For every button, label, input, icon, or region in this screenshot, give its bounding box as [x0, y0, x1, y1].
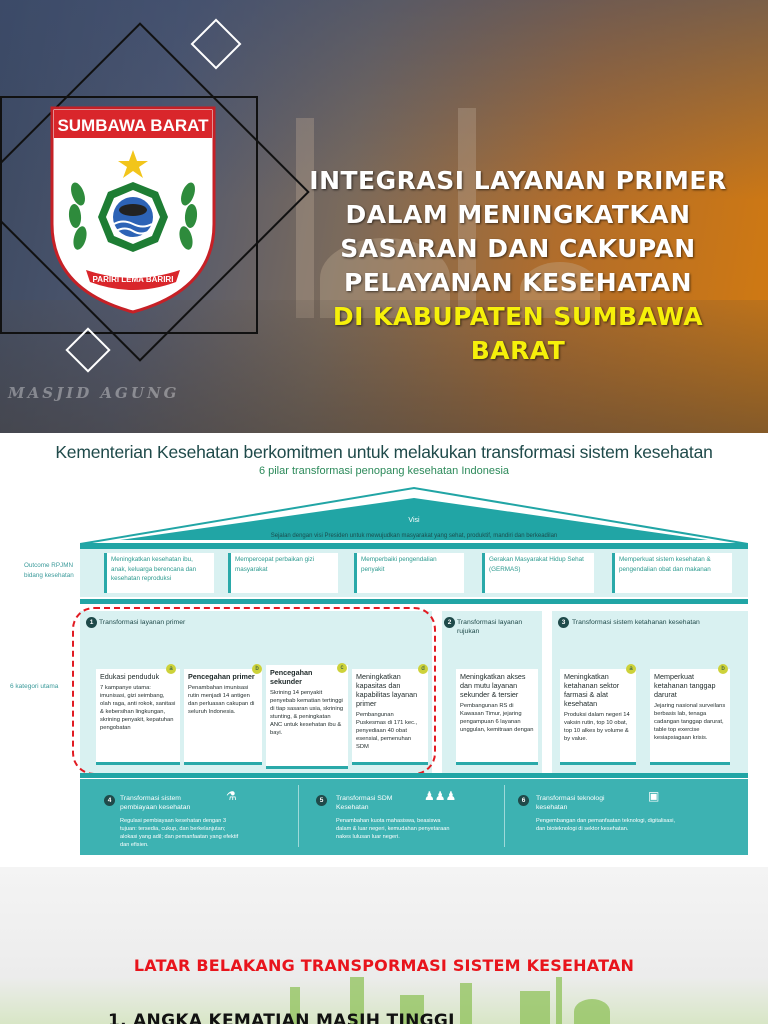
pillar-5-number: 5 — [316, 795, 327, 806]
outcome-box: Memperkuat sistem kesehatan & pengendali… — [612, 553, 732, 593]
slide-title: LATAR BELAKANG TRANSPORMASI SISTEM KESEH… — [133, 956, 635, 975]
outcome-box: Memperbaiki pengendalian penyakit — [354, 553, 464, 593]
card-pencegahan-primer: Pencegahan primer Penambahan imunisasi r… — [184, 669, 262, 765]
card-pencegahan-sekunder: Pencegahan sekunder Skrining 14 penyakit… — [266, 665, 348, 769]
card-body: Skrining 14 penyakit penyebab kematian t… — [270, 690, 344, 736]
minaret-left — [296, 118, 314, 318]
dashed-highlight-frame — [72, 607, 436, 775]
logo-ribbon-text: PARIRI LEMA BARIRI — [93, 275, 174, 284]
cover-title: INTEGRASI LAYANAN PRIMER DALAM MENINGKAT… — [268, 164, 768, 368]
pillar-2-number: 2 — [444, 617, 455, 628]
minaret-right — [458, 108, 476, 318]
vision-band — [80, 543, 748, 550]
lower-pillars — [80, 779, 748, 855]
people-icon: ♟♟♟ — [424, 789, 457, 803]
background-slide: LATAR BELAKANG TRANSPORMASI SISTEM KESEH… — [0, 867, 768, 1024]
badge-c: c — [337, 663, 347, 673]
card-body: Jejaring nasional surveilans berbasis la… — [654, 703, 726, 741]
kategori-label: 6 kategori utama — [10, 683, 59, 690]
badge-b: b — [718, 664, 728, 674]
card-title: Meningkatkan akses dan mutu layanan seku… — [460, 672, 526, 699]
teal-band — [80, 599, 748, 604]
title-line-2: DALAM MENINGKATKAN — [345, 200, 691, 229]
card-body: 7 kampanye utama: imunisasi, gizi seimba… — [100, 685, 176, 731]
frame-square — [0, 96, 258, 334]
bee-icon — [119, 204, 147, 216]
card-body: Pembangunan RS di Kawasan Timur, jejarin… — [460, 703, 534, 733]
vision-text: Sejalan dengan visi Presiden untuk mewuj… — [270, 533, 558, 539]
card-title: Memperkuat ketahanan tanggap darurat — [654, 672, 716, 699]
highlight-line-2: BARAT — [470, 336, 566, 365]
outcome-box: Mempercepat perbaikan gizi masyarakat — [228, 553, 338, 593]
card-title: Edukasi penduduk — [100, 672, 160, 681]
pillar-6-number: 6 — [518, 795, 529, 806]
badge-a: a — [166, 664, 176, 674]
logo-banner-text: SUMBAWA BARAT — [57, 116, 209, 135]
pillar-6-body: Pengembangan dan pemanfaatan teknologi, … — [536, 818, 676, 832]
pillar-4-title: Transformasi sistem pembiayaan kesehatan — [120, 795, 191, 811]
badge-b: b — [252, 664, 262, 674]
transformation-slide: Kementerian Kesehatan berkomitmen untuk … — [0, 433, 768, 867]
highlight-line-1: DI KABUPATEN SUMBAWA — [332, 302, 704, 331]
card-kapasitas-layanan-primer: Meningkatkan kapasitas dan kapabilitas l… — [352, 669, 428, 765]
wind-turbine-pole — [290, 987, 300, 1024]
monitor-icon: ▣ — [648, 789, 660, 803]
slide-subtitle: 6 pilar transformasi penopang kesehatan … — [258, 465, 510, 477]
money-icon: ⚗ — [226, 789, 237, 803]
outcome-label: Outcome RPJMN bidang kesehatan — [24, 562, 74, 579]
outcome-box: Meningkatkan kesehatan ibu, anak, keluar… — [104, 553, 214, 593]
slide-title: Kementerian Kesehatan berkomitmen untuk … — [55, 442, 713, 462]
card-title: Meningkatkan kapasitas dan kapabilitas l… — [356, 672, 418, 708]
pillar-6-title: Transformasi teknologi kesehatan — [536, 795, 605, 811]
card-body: Pembangunan Puskesmas di 171 kec., penye… — [356, 712, 418, 750]
card-title: Meningkatkan ketahanan sektor farmasi & … — [564, 672, 620, 708]
pillar-4-body: Regulasi pembiayaan kesehatan dengan 3 t… — [120, 818, 239, 848]
pillar-5-body: Penambahan kuota mahasiswa, beasiswa dal… — [336, 818, 450, 840]
card-body: Produksi dalam negeri 14 vaksin rutin, t… — [564, 712, 630, 742]
pillar-1-title: Transformasi layanan primer — [99, 619, 186, 626]
card-tanggap-darurat: Memperkuat ketahanan tanggap darurat Jej… — [650, 669, 730, 765]
pillar-2-title: Transformasi layanan rujukan — [457, 619, 523, 635]
building-silhouette — [350, 977, 364, 1024]
badge-d: d — [418, 664, 428, 674]
badge-a: a — [626, 664, 636, 674]
title-line-3: SASARAN DAN CAKUPAN — [340, 234, 696, 263]
pillar-5-title: Transformasi SDM Kesehatan — [336, 795, 393, 811]
card-edukasi-penduduk: Edukasi penduduk 7 kampanye utama: imuni… — [96, 669, 180, 765]
title-line-1: INTEGRASI LAYANAN PRIMER — [309, 166, 727, 195]
pillar-3-number: 3 — [558, 617, 569, 628]
divider — [504, 785, 505, 847]
star-icon — [118, 150, 148, 178]
card-title: Pencegahan primer — [188, 672, 255, 681]
list-item: 1. ANGKA KEMATIAN MASIH TINGGI — [108, 1011, 455, 1024]
card-title: Pencegahan sekunder — [270, 668, 313, 686]
building-silhouette — [400, 995, 424, 1024]
card-ketahanan-farmasi: Meningkatkan ketahanan sektor farmasi & … — [560, 669, 636, 765]
building-silhouette — [460, 983, 472, 1024]
building-silhouette — [520, 991, 550, 1024]
logo-ribbon — [86, 270, 180, 290]
vision-label: Visi — [408, 517, 420, 524]
pillar-4-number: 4 — [104, 795, 115, 806]
cover-slide: SUMBAWA BARAT PARIRI LEMA BARIRI INTEGRA… — [0, 0, 768, 433]
card-body: Penambahan imunisasi rutin menjadi 14 an… — [188, 685, 255, 715]
divider — [298, 785, 299, 847]
ground-background — [0, 300, 768, 433]
sumbawa-barat-logo: SUMBAWA BARAT PARIRI LEMA BARIRI — [50, 106, 216, 314]
watermark-text: MASJID AGUNG — [8, 384, 180, 402]
card-akses-mutu-layanan: Meningkatkan akses dan mutu layanan seku… — [456, 669, 538, 765]
teal-band — [80, 773, 748, 778]
title-line-4: PELAYANAN KESEHATAN — [344, 268, 692, 297]
pillar-3-title: Transformasi sistem ketahanan kesehatan — [572, 619, 700, 626]
outcome-box: Gerakan Masyarakat Hidup Sehat (GERMAS) — [482, 553, 594, 593]
wind-turbine-pole — [556, 977, 562, 1024]
tree-silhouette — [574, 999, 610, 1024]
